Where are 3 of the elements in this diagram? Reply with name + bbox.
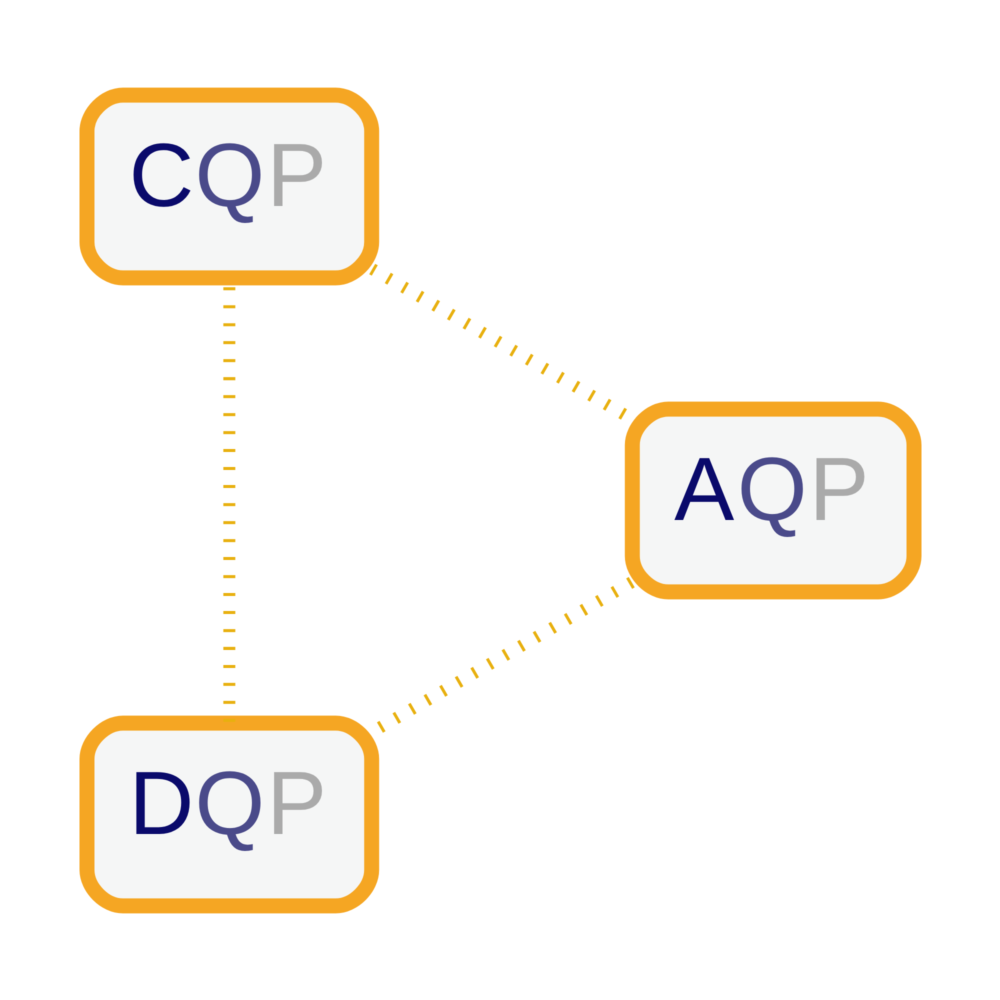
node-box: AQP (624, 401, 921, 599)
node-box: CQP (79, 87, 379, 285)
node-box: DQP (79, 715, 379, 913)
